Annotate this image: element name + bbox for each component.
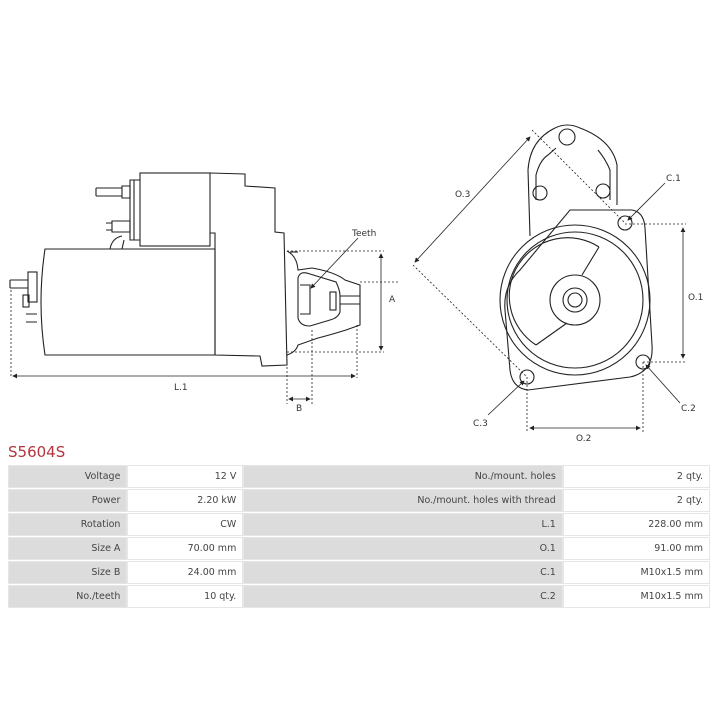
spec-label: O.1 xyxy=(243,537,563,560)
spec-label: Size A xyxy=(8,537,128,560)
side-view xyxy=(9,172,361,367)
spec-value: 2 qty. xyxy=(562,465,710,488)
product-code-title: S5604S xyxy=(8,443,66,461)
spec-value: 228.00 mm xyxy=(562,513,710,536)
dimension-l1-label: L.1 xyxy=(174,383,188,393)
front-view xyxy=(499,124,653,391)
spec-label: No./mount. holes with thread xyxy=(243,489,563,512)
side-view-dimensions xyxy=(10,237,400,404)
dimension-o1-label: O.1 xyxy=(688,293,703,303)
dimension-o3-label: O.3 xyxy=(455,190,470,200)
spec-label: C.2 xyxy=(243,585,563,608)
spec-label: No./mount. holes xyxy=(243,465,563,488)
spec-label: Rotation xyxy=(8,513,128,536)
spec-value: CW xyxy=(127,513,244,536)
spec-value: M10x1.5 mm xyxy=(562,585,710,608)
spec-label: C.1 xyxy=(243,561,563,584)
spec-label: Size B xyxy=(8,561,128,584)
hole-c1-label: C.1 xyxy=(666,174,681,184)
spec-label: Power xyxy=(8,489,128,512)
teeth-label: Teeth xyxy=(351,229,376,239)
spec-label: No./teeth xyxy=(8,585,128,608)
dimension-a-label: A xyxy=(389,295,396,305)
spec-value: M10x1.5 mm xyxy=(562,561,710,584)
dimension-o2-label: O.2 xyxy=(576,434,591,444)
dimension-b-label: B xyxy=(296,404,302,414)
starter-technical-drawing: Teeth A B L.1 O.1 O.2 O.3 C.1 C.2 C.3 xyxy=(9,124,703,444)
spec-value: 91.00 mm xyxy=(562,537,710,560)
spec-value: 12 V xyxy=(127,465,244,488)
spec-value: 10 qty. xyxy=(127,585,244,608)
front-view-dimensions xyxy=(412,129,686,432)
spec-label: Voltage xyxy=(8,465,128,488)
hole-c2-label: C.2 xyxy=(681,404,696,414)
spec-value: 2.20 kW xyxy=(127,489,244,512)
spec-value: 2 qty. xyxy=(562,489,710,512)
spec-value: 70.00 mm xyxy=(127,537,244,560)
spec-value: 24.00 mm xyxy=(127,561,244,584)
spec-label: L.1 xyxy=(243,513,563,536)
hole-c3-label: C.3 xyxy=(473,419,488,429)
